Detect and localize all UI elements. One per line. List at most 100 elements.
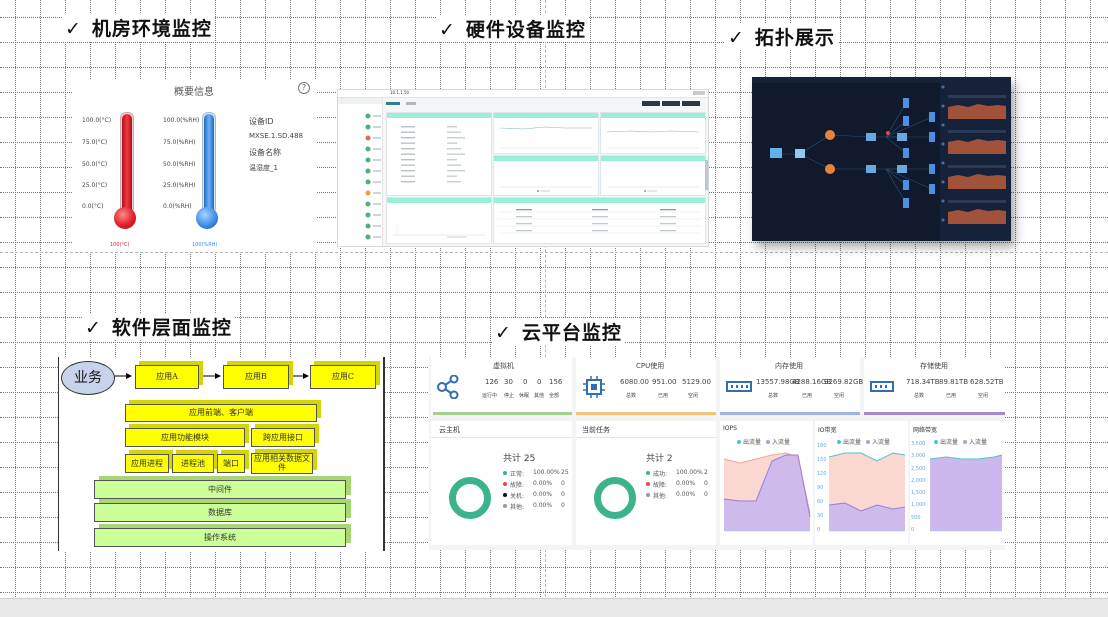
card-title: CPU使用: [636, 362, 665, 370]
host-node-icon[interactable]: [903, 98, 909, 108]
cross-app-interface-box: 跨应用接口: [251, 428, 315, 447]
toolbar-button[interactable]: [662, 101, 680, 106]
host-node-icon[interactable]: [903, 198, 909, 208]
host-node-icon[interactable]: [929, 112, 935, 122]
sidepanel-icon[interactable]: [941, 199, 945, 203]
scrollbar[interactable]: [705, 160, 708, 190]
topology-titlebar: [752, 77, 1011, 83]
tree-node-label[interactable]: [373, 126, 381, 128]
tree-node-icon[interactable]: [365, 113, 371, 119]
tree-node-label[interactable]: [373, 159, 381, 161]
topology-graph[interactable]: [752, 77, 1011, 241]
grid-line: [290, 0, 291, 597]
legend-count: 2: [704, 469, 708, 476]
server-node-icon[interactable]: [897, 133, 907, 141]
tree-node-label[interactable]: [373, 170, 381, 172]
info-key: [401, 159, 415, 161]
sidepanel-icon[interactable]: [941, 142, 945, 146]
tree-node-icon[interactable]: [365, 212, 371, 218]
tree-node-label[interactable]: [373, 203, 381, 205]
grid-line: [15, 0, 16, 597]
grid-line: [890, 0, 891, 597]
toolbar-button[interactable]: [682, 101, 700, 106]
os-box: 操作系统: [94, 528, 346, 547]
card-value: 89.81TB: [939, 378, 969, 386]
info-value: [447, 137, 465, 139]
window-controls[interactable]: [693, 91, 705, 95]
tree-node-icon[interactable]: [365, 146, 371, 152]
legend-count: 0: [704, 491, 708, 498]
legend-dot-out: [837, 440, 841, 444]
tree-node-label[interactable]: [373, 137, 381, 139]
router-node-icon[interactable]: [825, 130, 835, 140]
router-node-icon[interactable]: [825, 164, 835, 174]
host-node-icon[interactable]: [903, 180, 909, 190]
sidepanel-icon[interactable]: [941, 85, 945, 89]
tree-node-icon[interactable]: [365, 201, 371, 207]
host-node-icon[interactable]: [929, 164, 935, 174]
tree-node-label[interactable]: [373, 181, 381, 183]
help-icon[interactable]: ?: [298, 82, 310, 94]
host-node-icon[interactable]: [903, 116, 909, 126]
table-cell: [516, 209, 532, 211]
card-label: 空闲: [688, 393, 699, 399]
toolbar-tab[interactable]: [406, 102, 416, 105]
tree-node-label[interactable]: [373, 148, 381, 150]
toolbar-button[interactable]: [642, 101, 660, 106]
table-cell: [592, 223, 608, 225]
host-node-icon[interactable]: [929, 132, 935, 142]
disk-chart: [393, 223, 485, 238]
tree-node-icon[interactable]: [365, 179, 371, 185]
toolbar-tab[interactable]: [386, 102, 400, 105]
tree-node-label[interactable]: [373, 236, 381, 238]
card-value: 30: [504, 378, 513, 386]
legend-dot: [503, 504, 507, 508]
alert-node-icon[interactable]: [886, 131, 890, 135]
legend-dot: [646, 493, 650, 497]
legend-label: 出流量: [743, 439, 762, 446]
host-node-icon[interactable]: [929, 184, 935, 194]
hardware-monitor-panel: 10.1.1.50: [337, 89, 709, 247]
sidepanel-icon[interactable]: [941, 104, 945, 108]
tree-node-icon[interactable]: [365, 223, 371, 229]
network-send-block: [600, 155, 706, 196]
grid-line: [140, 0, 141, 597]
monitor-node-icon[interactable]: [770, 148, 782, 158]
topology-link: [885, 168, 933, 190]
topology-link: [885, 116, 933, 138]
y-tick-label: 60: [817, 499, 824, 505]
server-node-icon[interactable]: [897, 165, 907, 173]
grid-line: [690, 0, 691, 597]
switch-node-icon[interactable]: [795, 149, 805, 158]
card-value: 126: [485, 378, 499, 386]
humidity-value: 100(%RH): [192, 242, 218, 248]
grid-line: [0, 592, 1108, 593]
sidepanel-icon[interactable]: [941, 123, 945, 127]
tree-node-icon[interactable]: [365, 168, 371, 174]
grid-line: [940, 0, 941, 597]
grid-line: [665, 0, 666, 597]
legend-count: 0: [561, 491, 565, 498]
grid-line: [390, 0, 391, 597]
grid-line: [765, 0, 766, 597]
tree-node-label[interactable]: [373, 115, 381, 117]
tree-node-icon[interactable]: [365, 135, 371, 141]
middleware-box: 中间件: [94, 480, 346, 499]
tree-node-label[interactable]: [373, 214, 381, 216]
tree-node-label[interactable]: [373, 192, 381, 194]
tree-node-icon[interactable]: [365, 124, 371, 130]
tree-node-icon[interactable]: [365, 157, 371, 163]
tree-items[interactable]: [338, 104, 382, 244]
host-node-icon[interactable]: [903, 148, 909, 158]
tree-node-label[interactable]: [373, 225, 381, 227]
tree-node-icon[interactable]: [365, 234, 371, 240]
y-tick-label: 90: [817, 485, 824, 491]
server-node-icon[interactable]: [866, 133, 876, 141]
memory-icon: [726, 381, 752, 392]
sidepanel-icon[interactable]: [941, 161, 945, 165]
sidepanel-icon[interactable]: [941, 180, 945, 184]
sidepanel-icon[interactable]: [941, 218, 945, 222]
server-node-icon[interactable]: [866, 165, 876, 173]
tree-node-icon[interactable]: [365, 190, 371, 196]
legend-label: 入流量: [872, 439, 891, 446]
